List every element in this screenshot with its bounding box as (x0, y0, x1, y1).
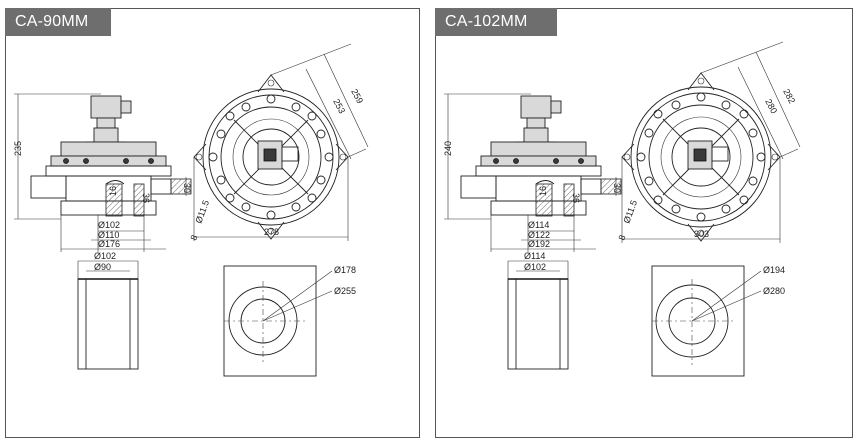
technical-drawing: 240 30 36 16 (443, 41, 801, 377)
panel-title: CA-90MM (5, 8, 111, 36)
top-view: 280 282 303 Ø11.5 8 (616, 41, 801, 243)
port-height-label: 36 (141, 193, 151, 203)
plate-d1-label: Ø178 (334, 265, 356, 275)
dim-b-label: Ø122 (528, 230, 550, 240)
dim-c-label: Ø176 (98, 239, 120, 249)
plate-d1-label: Ø194 (763, 265, 785, 275)
plate-d2-label: Ø255 (334, 286, 356, 296)
width-label: 278 (264, 227, 279, 237)
panel-ca-102mm: CA-102MM 240 (435, 8, 853, 438)
panel-title: CA-102MM (435, 8, 557, 36)
panel-ca-90mm: CA-90MM 235 (5, 8, 420, 438)
pipe-id-label: Ø90 (94, 262, 111, 272)
diag-1-label: 253 (331, 97, 347, 115)
mounting-plate: Ø194 Ø280 (651, 265, 785, 377)
hole-count-label: 8 (616, 234, 627, 242)
diag-1-label: 280 (763, 97, 779, 115)
side-view: 235 30 (13, 93, 192, 252)
top-view: 253 259 278 Ø11.5 8 (188, 43, 369, 242)
hole-count-label: 8 (188, 234, 199, 242)
dim-b-label: Ø110 (98, 230, 119, 240)
hole-label: Ø11.5 (621, 199, 639, 225)
width-label: 303 (694, 229, 709, 239)
pipe-id-label: Ø102 (524, 262, 546, 272)
height-label: 235 (13, 141, 23, 156)
small-dim-label: 16 (108, 186, 118, 196)
diag-2-label: 282 (781, 87, 797, 105)
height-label: 240 (443, 141, 453, 156)
port-width-label: 30 (612, 183, 622, 193)
dim-a-label: Ø114 (528, 220, 549, 230)
side-view: 240 30 36 16 (443, 93, 622, 252)
technical-drawing: 235 30 (13, 43, 369, 377)
dim-a-label: Ø102 (98, 220, 120, 230)
small-dim-label: 16 (538, 186, 548, 196)
pipe-tol-label: Ø102 (94, 251, 116, 261)
port-width-label: 30 (182, 183, 192, 193)
plate-d2-label: Ø280 (763, 286, 785, 296)
dim-c-label: Ø192 (528, 239, 550, 249)
hole-label: Ø11.5 (193, 199, 211, 225)
pipe-view: Ø114 Ø102 (507, 251, 569, 370)
diag-2-label: 259 (349, 87, 365, 105)
port-height-label: 36 (571, 193, 581, 203)
pipe-tol-label: Ø114 (524, 251, 545, 261)
pipe-view: Ø102 Ø90 (77, 251, 139, 370)
mounting-plate: Ø178 Ø255 (223, 265, 356, 377)
